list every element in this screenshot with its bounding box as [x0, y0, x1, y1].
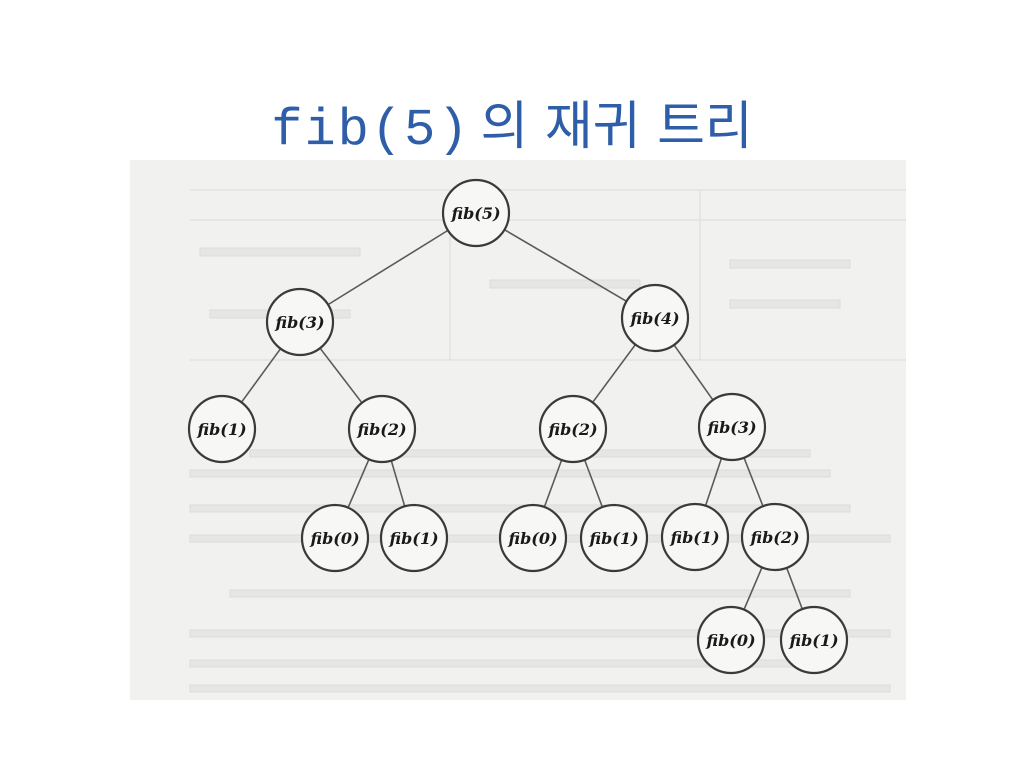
- tree-edge-n2a-n0a: [347, 458, 370, 509]
- tree-node-n1a: fib(1): [187, 394, 257, 464]
- tree-node-circle: [696, 605, 766, 675]
- tree-node-circle: [187, 394, 257, 464]
- tree-edge-n3b-n2c: [743, 457, 764, 507]
- tree-node-n1e: fib(1): [779, 605, 849, 675]
- title-korean: 의 재귀 트리: [480, 97, 753, 157]
- tree-edge-n3b-n1d: [704, 458, 723, 506]
- tree-edges: [240, 229, 804, 610]
- tree-node-n3a: fib(3): [265, 287, 335, 357]
- tree-node-label: fib(1): [388, 529, 438, 548]
- tree-node-label: fib(3): [274, 313, 324, 332]
- scanned-page-background: [189, 189, 906, 693]
- tree-edge-n5-n3a: [327, 229, 449, 306]
- tree-node-circle: [300, 503, 370, 573]
- tree-edge-n4-n3b: [673, 344, 714, 401]
- tree-edge-n2a-n1b: [390, 460, 406, 507]
- recursion-tree-figure: fib(5) fib(3) fib(4) fib(1) fib(2) fib(2) fib(…: [130, 160, 906, 700]
- tree-node-n4: fib(4): [620, 283, 690, 353]
- tree-node-n3b: fib(3): [697, 392, 767, 462]
- tree-edge-n2b-n0b: [543, 459, 563, 508]
- tree-node-label: fib(1): [196, 420, 246, 439]
- tree-node-circle: [498, 503, 568, 573]
- tree-edge-n5-n4: [504, 229, 627, 302]
- tree-node-label: fib(4): [629, 309, 679, 328]
- tree-nodes: fib(5) fib(3) fib(4) fib(1) fib(2) fib(2) fib(…: [187, 178, 849, 675]
- tree-node-label: fib(2): [356, 420, 406, 439]
- tree-node-n1b: fib(1): [379, 503, 449, 573]
- tree-node-n5: fib(5): [441, 178, 511, 248]
- recursion-tree-diagram: fib(5) fib(3) fib(4) fib(1) fib(2) fib(2) fib(…: [187, 178, 906, 693]
- tree-node-label: fib(2): [547, 420, 597, 439]
- tree-node-label: fib(5): [450, 204, 500, 223]
- tree-edge-n3a-n2a: [319, 347, 363, 404]
- tree-node-circle: [538, 394, 608, 464]
- tree-node-n1d: fib(1): [660, 502, 730, 572]
- slide-title: fib(5)의 재귀 트리: [0, 92, 1024, 166]
- tree-node-n0c: fib(0): [696, 605, 766, 675]
- tree-node-circle: [697, 392, 767, 462]
- tree-node-label: fib(1): [788, 631, 838, 650]
- tree-node-label: fib(0): [309, 529, 359, 548]
- tree-node-label: fib(0): [705, 631, 755, 650]
- tree-node-n2c: fib(2): [740, 502, 810, 572]
- tree-node-label: fib(0): [507, 529, 557, 548]
- tree-edge-n4-n2b: [591, 344, 637, 403]
- tree-edge-n3a-n1a: [240, 348, 282, 403]
- tree-node-circle: [579, 503, 649, 573]
- tree-node-label: fib(3): [706, 418, 756, 437]
- tree-node-n0a: fib(0): [300, 503, 370, 573]
- tree-node-n1c: fib(1): [579, 503, 649, 573]
- tree-node-n2a: fib(2): [347, 394, 417, 464]
- tree-edge-n2b-n1c: [583, 459, 604, 508]
- tree-node-circle: [620, 283, 690, 353]
- tree-edge-n2c-n1e: [785, 567, 804, 610]
- tree-node-circle: [779, 605, 849, 675]
- tree-node-n0b: fib(0): [498, 503, 568, 573]
- tree-node-circle: [379, 503, 449, 573]
- title-code: fib(5): [271, 101, 471, 160]
- tree-node-label: fib(1): [588, 529, 638, 548]
- tree-node-circle: [347, 394, 417, 464]
- tree-node-label: fib(1): [669, 528, 719, 547]
- tree-node-circle: [441, 178, 511, 248]
- tree-node-circle: [740, 502, 810, 572]
- tree-node-circle: [265, 287, 335, 357]
- tree-node-circle: [660, 502, 730, 572]
- tree-edge-n2c-n0c: [743, 567, 763, 610]
- tree-node-label: fib(2): [749, 528, 799, 547]
- tree-node-n2b: fib(2): [538, 394, 608, 464]
